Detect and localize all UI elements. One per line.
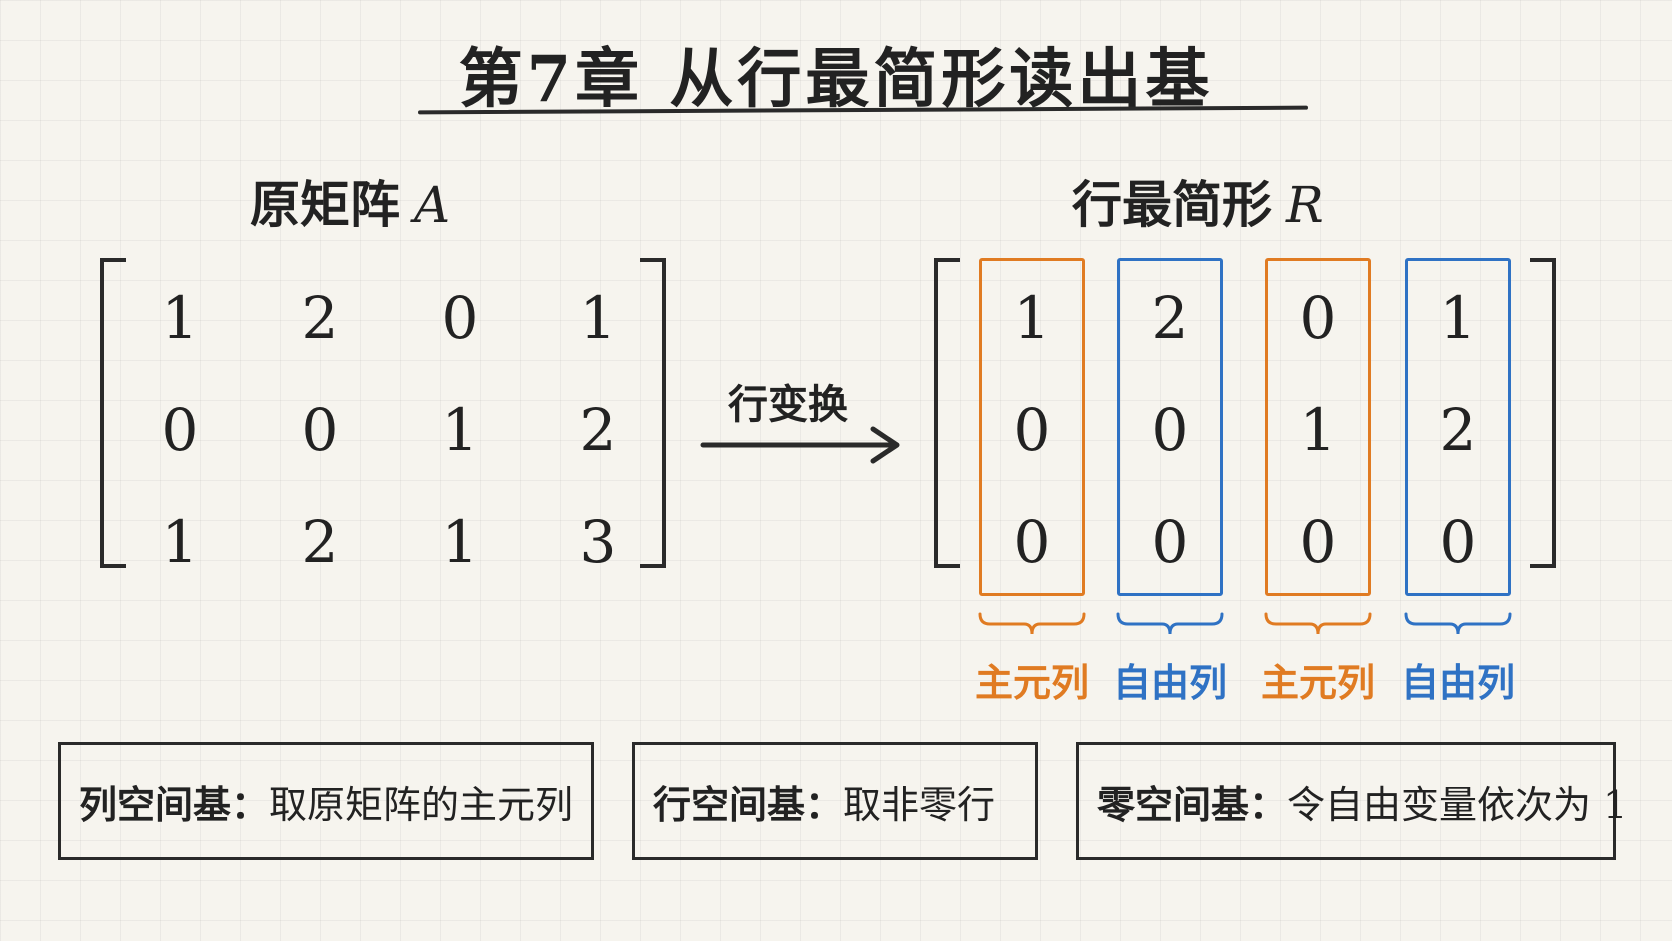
page-title: 第7章 从行最简形读出基 — [458, 42, 1214, 117]
null-space-basis-box: 零空间基：令自由变量依次为 1 — [1076, 742, 1627, 860]
right-matrix-cell: 0 — [1013, 508, 1051, 576]
free-column-box — [1405, 258, 1511, 596]
right-matrix-cell: 0 — [1151, 508, 1189, 576]
arrow-label: 行变换 — [728, 381, 848, 428]
left-matrix-cell: 3 — [579, 508, 617, 576]
left-matrix-cell: 0 — [161, 396, 199, 464]
column-braces — [978, 612, 1512, 635]
right-matrix-cell: 2 — [1439, 396, 1477, 464]
free-column-label: 自由列 — [1112, 660, 1227, 705]
left-matrix-cell: 0 — [441, 284, 479, 352]
left-matrix-cell: 0 — [301, 396, 339, 464]
left-matrix-symbol: A — [414, 176, 451, 234]
right-matrix-symbol: R — [1286, 176, 1324, 234]
right-matrix-cell: 1 — [1299, 396, 1337, 464]
right-matrix-cell: 0 — [1299, 284, 1337, 352]
left-matrix-right-bracket — [640, 258, 666, 568]
left-matrix-cell: 1 — [161, 508, 199, 576]
left-matrix-name: 原矩阵 — [250, 175, 400, 234]
right-matrix-right-bracket — [1530, 258, 1556, 568]
right-matrix-cell: 2 — [1151, 284, 1189, 352]
left-matrix-cell: 1 — [441, 396, 479, 464]
left-matrix-cell: 2 — [301, 508, 339, 576]
left-matrix-cell: 2 — [301, 284, 339, 352]
free-column-box — [1117, 258, 1223, 596]
right-arrow-icon — [700, 426, 900, 464]
left-matrix-left-bracket — [100, 258, 126, 568]
left-matrix-cell: 2 — [579, 396, 617, 464]
right-matrix-cell: 0 — [1151, 396, 1189, 464]
free-column-brace — [1116, 612, 1224, 635]
pivot-column-box — [979, 258, 1085, 596]
pivot-column-brace — [1264, 612, 1372, 635]
pivot-column-brace — [978, 612, 1086, 635]
column-space-basis-box: 列空间基：取原矩阵的主元列 — [58, 742, 594, 860]
left-matrix-cell: 1 — [441, 508, 479, 576]
right-matrix-cell: 0 — [1013, 396, 1051, 464]
null-space-basis-key: 零空间基： — [1097, 781, 1288, 827]
pivot-column-label: 主元列 — [974, 660, 1089, 705]
right-matrix-cell: 1 — [1013, 284, 1051, 352]
right-matrix-left-bracket — [934, 258, 960, 568]
null-space-basis-text: 令自由变量依次为 1 — [1287, 782, 1628, 827]
column-space-basis-text: 取原矩阵的主元列 — [269, 782, 574, 827]
left-matrix-cell: 1 — [161, 284, 199, 352]
column-space-basis-key: 列空间基： — [79, 781, 270, 827]
right-matrix-cell: 0 — [1439, 508, 1477, 576]
right-matrix-cell: 1 — [1439, 284, 1477, 352]
pivot-column-label: 主元列 — [1260, 660, 1375, 705]
row-space-basis-box: 行空间基：取非零行 — [632, 742, 1038, 860]
right-matrix-name: 行最简形 — [1072, 175, 1272, 234]
free-column-brace — [1404, 612, 1512, 635]
left-matrix-cell: 1 — [579, 284, 617, 352]
right-matrix-cell: 0 — [1299, 508, 1337, 576]
pivot-column-box — [1265, 258, 1371, 596]
free-column-label: 自由列 — [1400, 660, 1515, 705]
row-space-basis-key: 行空间基： — [653, 781, 844, 827]
row-space-basis-text: 取非零行 — [843, 782, 996, 827]
